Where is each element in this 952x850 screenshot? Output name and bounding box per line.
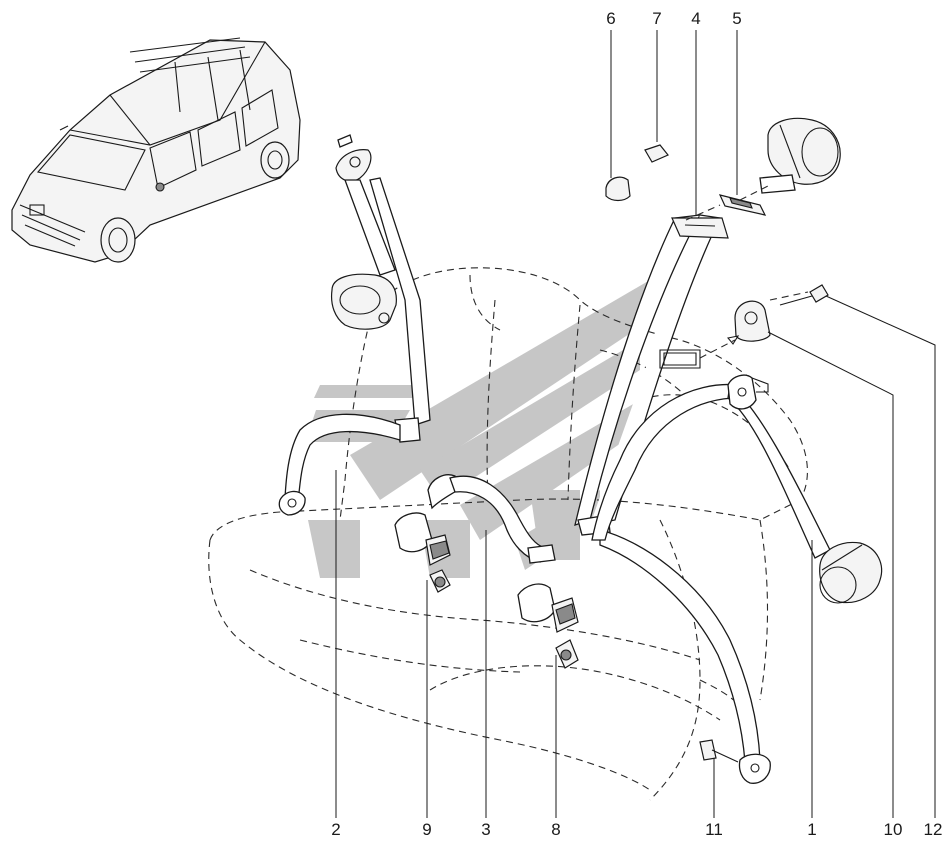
left-seat-belt-assembly	[278, 134, 431, 516]
car-location-thumbnail	[11, 37, 301, 263]
belt-guide-clip	[644, 144, 669, 163]
anchor-plate	[734, 300, 771, 342]
upper-retractor	[759, 117, 841, 194]
callout-6: 6	[606, 9, 615, 28]
callout-11: 11	[705, 820, 723, 839]
guide-plate	[718, 194, 767, 216]
callout-2: 2	[331, 820, 340, 839]
anchor-gasket	[659, 335, 740, 369]
callout-5: 5	[732, 9, 741, 28]
callout-3: 3	[481, 820, 490, 839]
callout-7: 7	[652, 9, 661, 28]
right-seat-belt-assembly	[574, 214, 883, 784]
anchor-bolt	[779, 284, 829, 306]
callout-10: 10	[884, 820, 903, 839]
left-buckle-assembly	[394, 512, 451, 593]
callout-4: 4	[691, 9, 700, 28]
assembly-guide-lines	[685, 184, 809, 301]
right-buckle-assembly	[517, 583, 579, 669]
callout-9: 9	[422, 820, 431, 839]
callout-8: 8	[551, 820, 560, 839]
callout-leaders	[335, 30, 936, 818]
callout-12: 12	[924, 820, 943, 839]
callout-1: 1	[807, 820, 816, 839]
center-seat-belt	[427, 474, 556, 564]
callout-labels: 6 7 4 5 2 9 3 8 11 1 10 12	[331, 9, 942, 839]
cover-cap	[605, 176, 631, 202]
rear-seat-outline	[208, 267, 808, 801]
bolt-11	[699, 739, 739, 763]
